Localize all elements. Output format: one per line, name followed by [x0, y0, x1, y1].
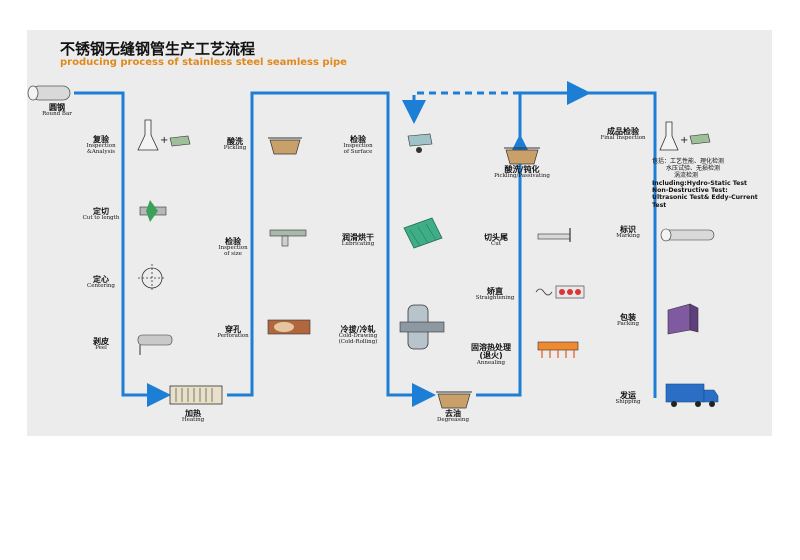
shipping-truck-icon: [665, 383, 719, 407]
passivating-tank-icon: [504, 147, 540, 165]
title-english: producing process of stainless steel sea…: [60, 57, 347, 68]
round-bar-icon: [27, 85, 71, 101]
heating-furnace-icon: [169, 385, 223, 405]
svg-text:+: +: [680, 135, 688, 146]
caliper-icon: [269, 229, 307, 247]
cutting-saw-icon: [139, 200, 167, 222]
degreasing-tank-icon: [436, 391, 472, 409]
peeled-bar-icon: [137, 334, 173, 355]
diagram-background: [27, 30, 772, 436]
annealing-furnace-icon: [537, 341, 579, 358]
svg-text:+: +: [160, 135, 168, 146]
cut-end-icon: [537, 228, 571, 242]
perforation-icon: [267, 319, 311, 335]
surface-inspection-icon: [407, 133, 433, 153]
cold-drawing-machine-icon: [399, 304, 445, 350]
pickling-tank-icon: [268, 137, 302, 155]
final-inspection-notes: 包括：工艺性能、理化检测 水压试验、无损检测 涡流检测 Including:Hy…: [652, 158, 758, 209]
flask-icon: +: [137, 119, 191, 151]
label-annealing: 固溶热处理(退火)Annealing: [471, 343, 511, 366]
straightening-rollers-icon: [535, 285, 585, 299]
packing-box-icon: [667, 303, 699, 335]
title-chinese: 不锈钢无缝钢管生产工艺流程: [60, 40, 256, 58]
flow-lines: [74, 81, 657, 407]
lubricating-rack-icon: [403, 217, 443, 249]
final-inspection-flask-icon: +: [659, 121, 711, 151]
marking-pipe-icon: [660, 228, 715, 242]
centering-target-icon: [138, 264, 166, 292]
